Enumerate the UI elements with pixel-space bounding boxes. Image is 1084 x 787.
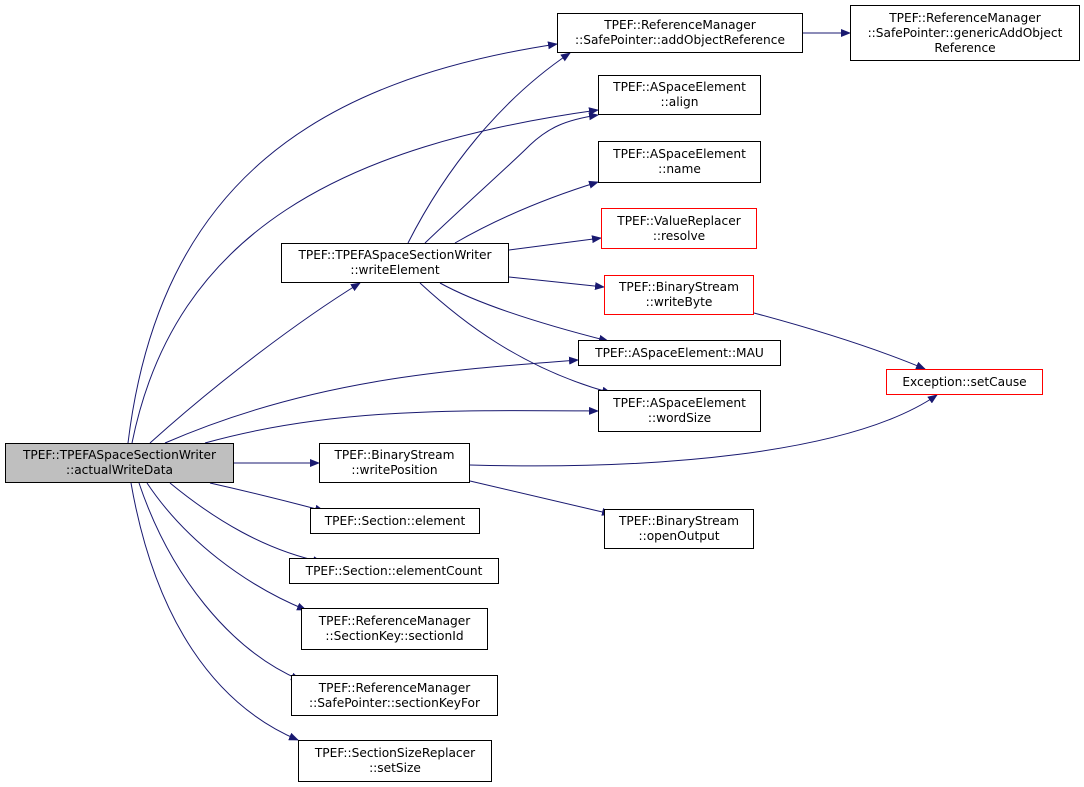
edge-writePosition-to-openOutput (469, 480, 612, 516)
node-label-line: ::openOutput (638, 529, 720, 543)
edge-actualWriteData-to-writeElement (149, 282, 361, 444)
node-label-line: ::writePosition (351, 463, 438, 477)
node-setSize[interactable]: TPEF::SectionSizeReplacer::setSize (298, 740, 492, 782)
node-label-line: TPEF::ASpaceElement (613, 396, 746, 410)
edge-actualWriteData-to-wordSize (204, 406, 599, 444)
edge-writeElement-to-resolve (508, 235, 602, 251)
node-label-line: Reference (934, 40, 996, 55)
edge-actualWriteData-to-addObjectReference (127, 41, 558, 444)
node-MAU[interactable]: TPEF::ASpaceElement::MAU (578, 340, 781, 366)
node-actualWriteData: TPEF::TPEFASpaceSectionWriter::actualWri… (5, 443, 234, 483)
node-label-line: TPEF::Section::element (324, 513, 466, 528)
node-label-line: TPEF::BinaryStream (334, 448, 455, 462)
node-label-line: TPEF::Section::elementCount (305, 563, 483, 578)
node-openOutput[interactable]: TPEF::BinaryStream::openOutput (604, 509, 754, 549)
edge-writeElement-to-addObjectReference (407, 52, 571, 244)
node-resolve[interactable]: TPEF::ValueReplacer::resolve (601, 208, 757, 249)
edge-writeElement-to-name (454, 180, 599, 244)
node-label-line: TPEF::ReferenceManager (889, 10, 1041, 25)
node-label-line: TPEF::SectionSizeReplacer (314, 746, 476, 760)
edge-actualWriteData-to-setSize (130, 482, 299, 741)
edge-actualWriteData-to-elementCount (169, 482, 323, 565)
edge-actualWriteData-to-sectionKeyFor (138, 482, 301, 681)
edge-writeByte-to-setCause (753, 312, 926, 370)
node-element[interactable]: TPEF::Section::element (310, 508, 480, 534)
node-name[interactable]: TPEF::ASpaceElement::name (598, 141, 761, 183)
node-label-line: ::SafePointer::addObjectReference (575, 33, 785, 47)
node-label-line: ::SectionKey::sectionId (325, 629, 464, 643)
edge-actualWriteData-to-element (209, 482, 325, 513)
node-label-line: TPEF::ReferenceManager (604, 18, 756, 32)
node-sectionId[interactable]: TPEF::ReferenceManager::SectionKey::sect… (301, 608, 488, 650)
node-writePosition[interactable]: TPEF::BinaryStream::writePosition (319, 443, 470, 483)
node-addObjectReference[interactable]: TPEF::ReferenceManager::SafePointer::add… (557, 13, 803, 53)
edge-actualWriteData-to-align (131, 107, 599, 444)
node-label-line: TPEF::ReferenceManager (318, 680, 471, 695)
node-label-line: TPEF::BinaryStream (618, 514, 740, 528)
edge-writeElement-to-MAU (439, 282, 609, 343)
node-label-line: Exception::setCause (902, 374, 1027, 389)
edge-actualWriteData-to-MAU (164, 356, 579, 444)
node-label-line: TPEF::TPEFASpaceSectionWriter (298, 248, 492, 262)
node-label-line: ::SafePointer::genericAddObject (867, 25, 1063, 40)
node-sectionKeyFor[interactable]: TPEF::ReferenceManager::SafePointer::sec… (291, 675, 498, 716)
node-label-line: ::name (658, 162, 701, 176)
node-label-line: ::align (660, 95, 699, 109)
node-label-line: TPEF::ASpaceElement (613, 80, 746, 94)
node-label-line: ::resolve (652, 228, 706, 243)
node-label-line: TPEF::ASpaceElement::MAU (595, 345, 764, 360)
edge-writePosition-to-setCause (469, 394, 938, 467)
node-elementCount[interactable]: TPEF::Section::elementCount (289, 558, 499, 584)
node-label-line: TPEF::ASpaceElement (613, 147, 746, 161)
node-label-line: ::wordSize (647, 411, 712, 425)
node-wordSize[interactable]: TPEF::ASpaceElement::wordSize (598, 390, 761, 432)
node-setCause[interactable]: Exception::setCause (886, 369, 1043, 395)
edge-writeElement-to-writeByte (508, 276, 605, 291)
edge-writeElement-to-align (424, 112, 599, 244)
edge-writeElement-to-wordSize (419, 282, 612, 395)
node-label-line: ::setSize (369, 761, 421, 775)
node-writeElement[interactable]: TPEF::TPEFASpaceSectionWriter::writeElem… (281, 243, 509, 283)
node-writeByte[interactable]: TPEF::BinaryStream::writeByte (604, 275, 754, 315)
node-label-line: TPEF::ValueReplacer (617, 213, 741, 228)
node-genericAddObjectReference[interactable]: TPEF::ReferenceManager::SafePointer::gen… (850, 5, 1080, 61)
node-label-line: TPEF::BinaryStream (618, 280, 740, 294)
node-align[interactable]: TPEF::ASpaceElement::align (598, 75, 761, 115)
node-label-line: TPEF::TPEFASpaceSectionWriter (22, 448, 217, 462)
node-label-line: TPEF::ReferenceManager (318, 614, 471, 628)
node-label-line: ::actualWriteData (65, 463, 173, 477)
node-label-line: ::writeByte (645, 295, 713, 309)
edge-actualWriteData-to-sectionId (146, 482, 307, 611)
node-label-line: ::writeElement (350, 263, 440, 277)
node-label-line: ::SafePointer::sectionKeyFor (308, 695, 480, 710)
